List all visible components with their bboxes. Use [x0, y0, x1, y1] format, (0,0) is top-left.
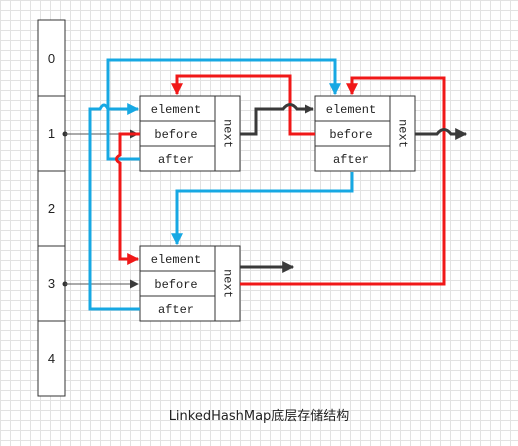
entry-b-after-field: after: [333, 153, 369, 167]
entry-a: element before after next: [139, 95, 241, 172]
after-link-b-to-c: [171, 172, 354, 246]
next-links: [240, 103, 468, 273]
bucket-index-2: 2: [48, 201, 55, 216]
entry-c-next-field: next: [220, 269, 234, 298]
entry-b-next-field: next: [395, 119, 409, 148]
before-link-b-to-a: [171, 74, 315, 136]
before-link-c-to-b: [240, 76, 446, 286]
entry-b-before-field: before: [329, 128, 372, 142]
next-link-b-to-null: [415, 128, 468, 140]
before-links: [115, 74, 446, 286]
entry-c-element-field: element: [151, 253, 201, 267]
bucket-array: 0 1 2 3 4: [37, 19, 66, 397]
entry-c-before-field: before: [154, 278, 197, 292]
bucket-pointers: [62, 129, 139, 289]
entry-a-element-field: element: [151, 103, 201, 117]
next-link-a-to-b: [240, 103, 314, 136]
entry-a-before-field: before: [154, 128, 197, 142]
bucket-index-4: 4: [48, 351, 55, 366]
after-link-a-to-b: [106, 58, 341, 161]
before-link-a-to-c: [115, 132, 140, 265]
entry-a-after-field: after: [158, 153, 194, 167]
after-links: [88, 58, 354, 311]
entry-c: element before after next: [139, 245, 241, 322]
bucket-index-0: 0: [48, 51, 55, 66]
entry-c-after-field: after: [158, 303, 194, 317]
entry-b: element before after next: [314, 95, 416, 172]
bucket-index-3: 3: [48, 276, 55, 291]
diagram-caption: LinkedHashMap底层存储结构: [168, 409, 350, 424]
after-link-c-to-a: [88, 103, 140, 311]
entry-a-next-field: next: [220, 119, 234, 148]
entry-b-element-field: element: [326, 103, 376, 117]
bucket-index-1: 1: [48, 126, 55, 141]
